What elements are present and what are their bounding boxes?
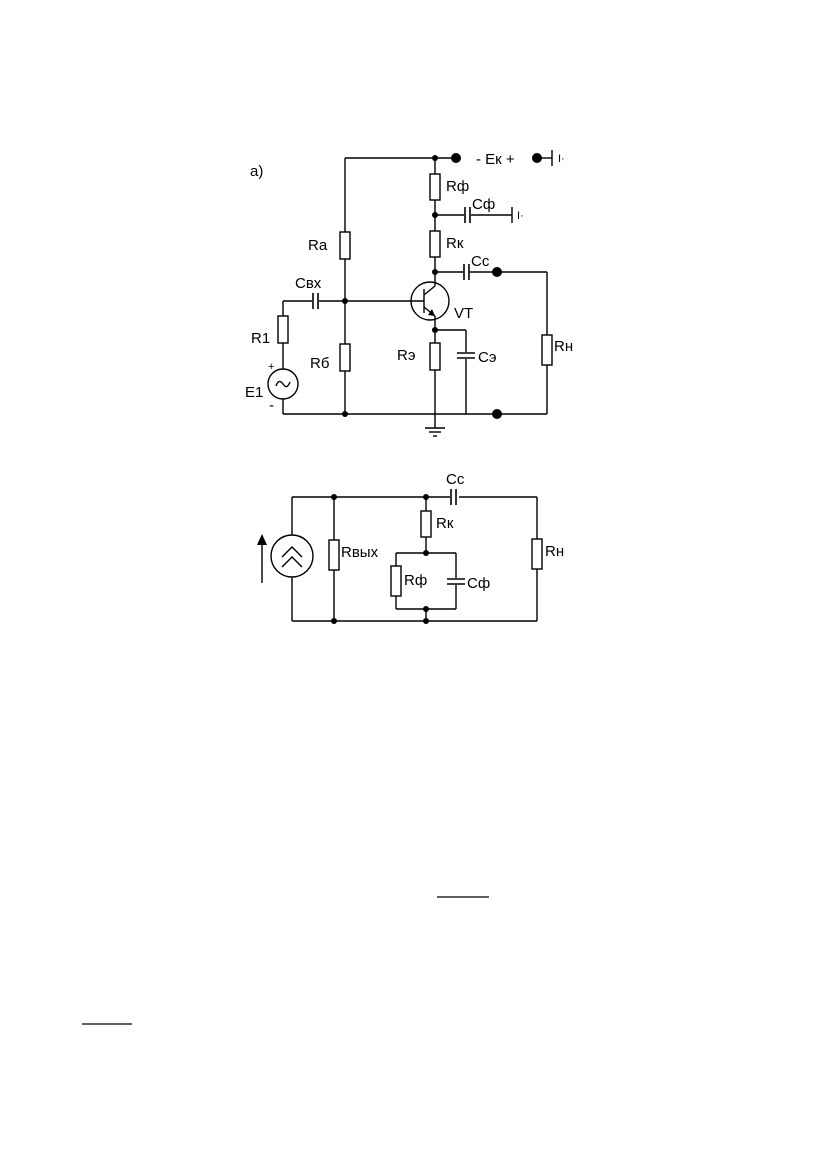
transistor-vt: [345, 281, 450, 321]
junction: [423, 618, 429, 624]
label-cc: Cc: [471, 253, 490, 270]
junction: [331, 618, 337, 624]
battery-symbol-cf: I·: [517, 210, 524, 222]
label-rf: Rф: [446, 178, 469, 195]
label-re: Rэ: [397, 347, 416, 364]
label-rf-b: Rф: [404, 572, 427, 589]
chevron-up-icon: [281, 546, 303, 558]
diagram-b: Rвых Rк Rф Cф Cc Rн: [257, 471, 564, 624]
resistor-rn: [541, 334, 553, 366]
label-r1: R1: [251, 330, 270, 347]
resistor-rf: [429, 173, 441, 201]
output-terminal: [492, 409, 502, 419]
label-cf: Cф: [472, 196, 495, 213]
label-rvyx: Rвых: [341, 544, 379, 561]
output-terminal: [492, 267, 502, 277]
resistor-rk-b: [420, 510, 432, 538]
label-cf-b: Cф: [467, 575, 490, 592]
label-rk: Rк: [446, 235, 464, 252]
resistor-rb: [339, 343, 351, 372]
arrow-head-icon: [257, 534, 267, 545]
label-cc-b: Cc: [446, 471, 465, 488]
terminal-minus: [451, 153, 461, 163]
resistor-rn-b: [531, 538, 543, 570]
resistor-re: [429, 342, 441, 371]
label-rn-b: Rн: [545, 543, 564, 560]
label-plus: +: [268, 361, 274, 373]
label-minus: -: [269, 397, 274, 414]
label-cvx: Cвх: [295, 275, 322, 292]
resistor-r1: [277, 315, 289, 344]
battery-symbol: I·: [558, 153, 565, 165]
label-e1: E1: [245, 384, 263, 401]
emitter-arrow-icon: [428, 309, 435, 316]
label-rb: Rб: [310, 355, 329, 372]
diagram-a: a) - Eк + I· Rа Rб Rф Cф I· Rк: [245, 150, 573, 437]
resistor-rf-b: [390, 565, 402, 597]
resistor-ra: [339, 231, 351, 260]
label-vt: VT: [454, 305, 473, 322]
label-ce: Cэ: [478, 349, 497, 366]
diagram-a-label: a): [250, 163, 263, 180]
resistor-rk: [429, 230, 441, 258]
chevron-up-icon: [281, 556, 303, 568]
label-rk-b: Rк: [436, 515, 454, 532]
resistor-rvyx: [328, 539, 340, 571]
supply-label: - Eк +: [476, 151, 515, 168]
label-rn: Rн: [554, 338, 573, 355]
ac-wave-icon: [275, 380, 291, 388]
current-source: [270, 534, 314, 578]
label-ra: Rа: [308, 237, 328, 254]
